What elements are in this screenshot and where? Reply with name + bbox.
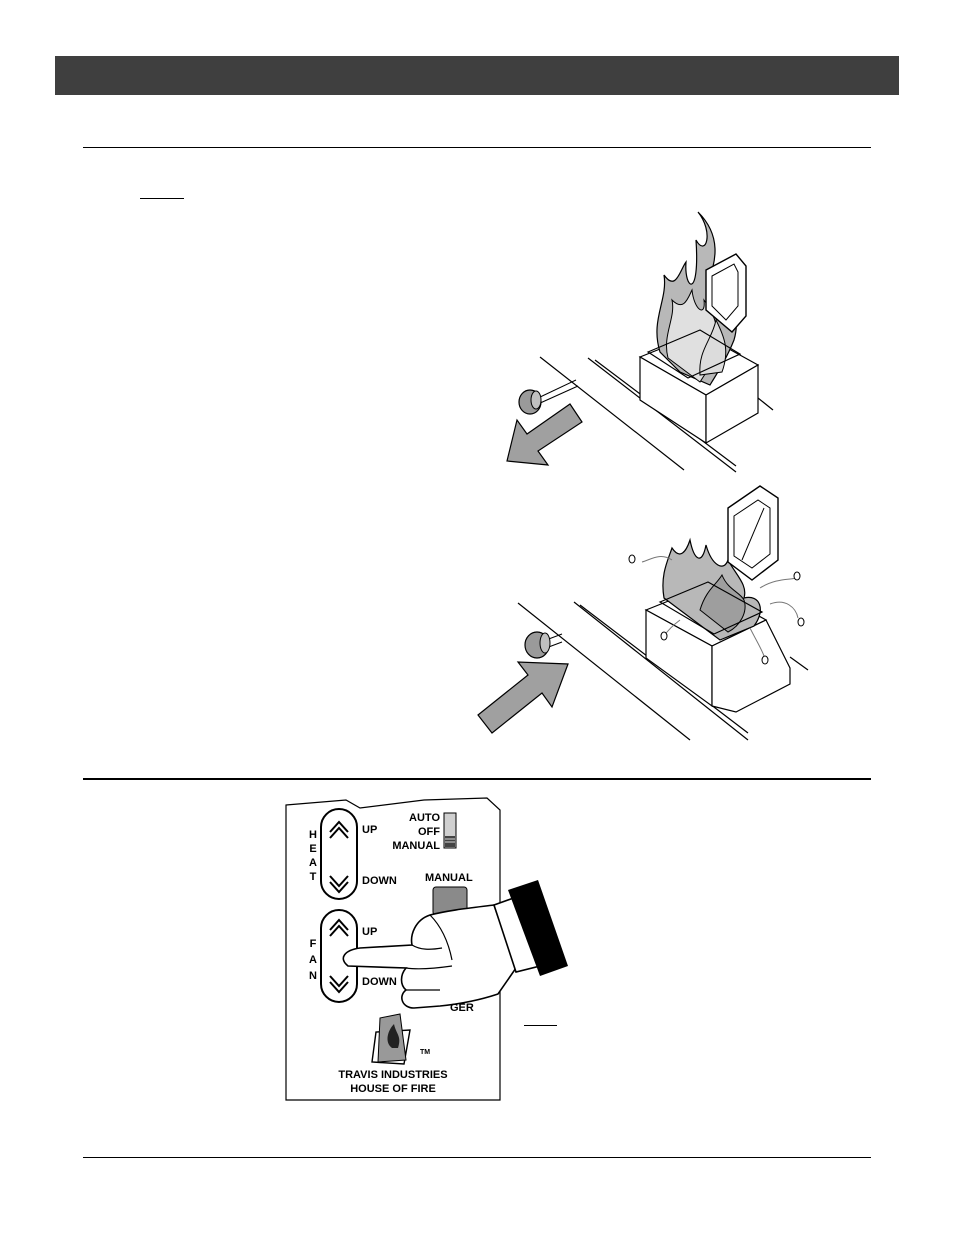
bottom-rule: [83, 1157, 871, 1158]
trademark-label: TM: [420, 1049, 431, 1056]
fan-up-label: UP: [362, 926, 378, 938]
heat-letter: T: [309, 871, 317, 883]
top-rule: [83, 147, 871, 148]
heat-letter: A: [309, 857, 317, 869]
arrow-out-icon: [506, 403, 583, 466]
travis-logo-icon: [371, 1013, 411, 1065]
heat-letter: E: [309, 843, 317, 855]
log-piece-2: [727, 485, 779, 581]
fan-down-chevron-icon[interactable]: [329, 975, 349, 988]
pointing-hand-icon: [342, 880, 568, 1009]
mode-labels: AUTO OFF MANUAL: [380, 811, 440, 853]
mode-auto-label: AUTO: [409, 812, 440, 824]
manual-button-label: MANUAL: [425, 872, 473, 884]
brand-line1: TRAVIS INDUSTRIES: [338, 1069, 448, 1081]
log-piece: [705, 253, 747, 333]
fan-label: F A N: [308, 936, 318, 984]
heat-down-label: DOWN: [362, 875, 397, 887]
fan-letter: A: [309, 954, 317, 966]
fan-up-chevron-icon[interactable]: [329, 918, 349, 931]
fan-letter: F: [309, 938, 317, 950]
arrow-in-icon: [477, 661, 569, 734]
fan-letter: N: [309, 970, 317, 982]
ember-pieces: [628, 554, 805, 665]
brand-block: TRAVIS INDUSTRIES HOUSE OF FIRE: [286, 1068, 500, 1096]
brand-line2: HOUSE OF FIRE: [350, 1083, 436, 1095]
mode-manual-label: MANUAL: [392, 840, 440, 852]
heat-up-label: UP: [362, 824, 378, 836]
underline-mark-2: [524, 1025, 557, 1026]
mode-slider[interactable]: [443, 812, 457, 849]
mode-off-label: OFF: [418, 826, 440, 838]
flame-illustration-2: [641, 537, 799, 657]
up-chevron-icon[interactable]: [329, 820, 349, 833]
down-chevron-icon[interactable]: [329, 875, 349, 888]
partial-label: GER: [450, 1002, 474, 1014]
heat-label: H E A T: [308, 828, 318, 884]
pilot-knob-bottom: [524, 631, 563, 659]
underline-mark-1: [140, 198, 184, 199]
fan-down-label: DOWN: [362, 976, 397, 988]
heat-letter: H: [309, 829, 317, 841]
header-bar: [55, 56, 899, 95]
pilot-knob-top: [518, 379, 579, 415]
middle-rule: [83, 778, 871, 780]
